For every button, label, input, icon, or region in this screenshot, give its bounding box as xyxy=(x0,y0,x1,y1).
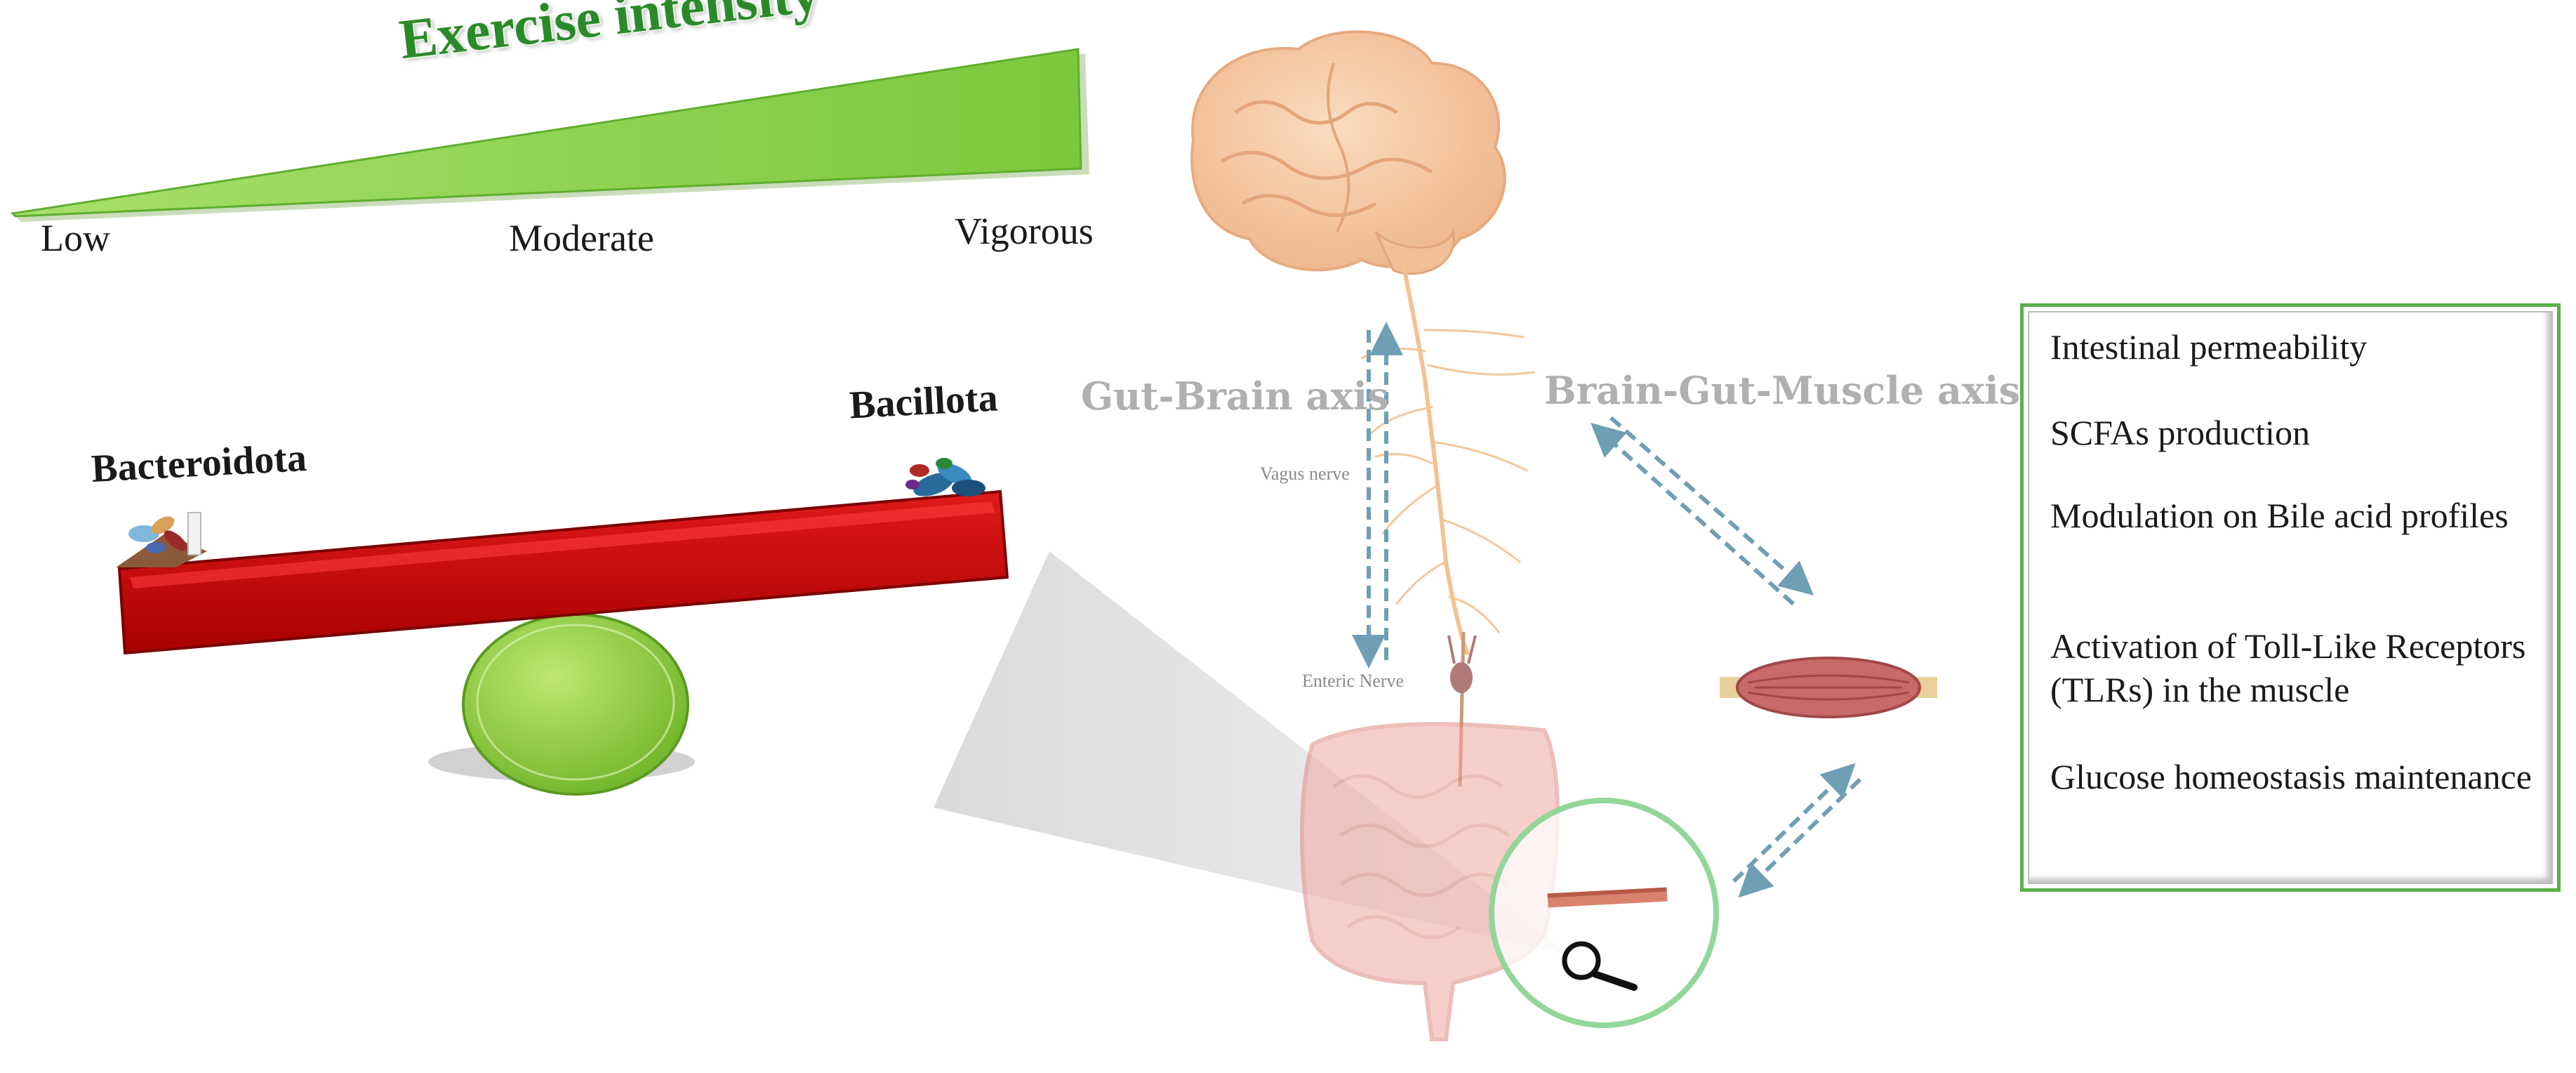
fulcrum xyxy=(462,613,689,796)
arrow-vagus xyxy=(1352,322,1403,669)
arrow-gut-muscle xyxy=(1732,763,1862,898)
arrow-brain-muscle xyxy=(1591,416,1814,606)
seesaw-bar xyxy=(117,489,1009,655)
level-low: Low xyxy=(41,217,110,259)
effect-item: Activation of Toll-Like Receptors (TLRs)… xyxy=(2050,626,2526,709)
label-gut-brain-axis: Gut-Brain axis xyxy=(1081,374,1389,419)
effect-item: SCFAs production xyxy=(2050,413,2310,452)
magnifier-circle xyxy=(1489,798,1719,1028)
seesaw xyxy=(117,489,1009,796)
effect-item: Intestinal permeability xyxy=(2050,327,2368,367)
brain-illustration xyxy=(1190,30,1506,275)
bacteria-icon xyxy=(116,512,207,567)
nerve-tree xyxy=(1360,265,1535,655)
intensity-wedge xyxy=(10,48,1089,222)
bacteria-icon xyxy=(905,458,985,496)
level-vigorous: Vigorous xyxy=(955,210,1094,252)
label-enteric-nerve: Enteric Nerve xyxy=(1302,671,1405,691)
effects-box-inner: Intestinal permeability SCFAs production… xyxy=(2028,311,2553,884)
label-vagus-nerve: Vagus nerve xyxy=(1260,463,1350,484)
effect-item: Glucose homeostasis maintenance xyxy=(2050,757,2532,796)
level-moderate: Moderate xyxy=(509,217,654,259)
effects-box: Intestinal permeability SCFAs production… xyxy=(2020,303,2561,892)
effect-item: Modulation on Bile acid profiles xyxy=(2050,496,2509,535)
label-bacillota: Bacillota xyxy=(848,376,1000,428)
label-brain-gut-muscle-axis: Brain-Gut-Muscle axis xyxy=(1544,368,2021,413)
magnifier-icon xyxy=(1562,941,1638,991)
muscle-illustration xyxy=(1720,657,1937,718)
